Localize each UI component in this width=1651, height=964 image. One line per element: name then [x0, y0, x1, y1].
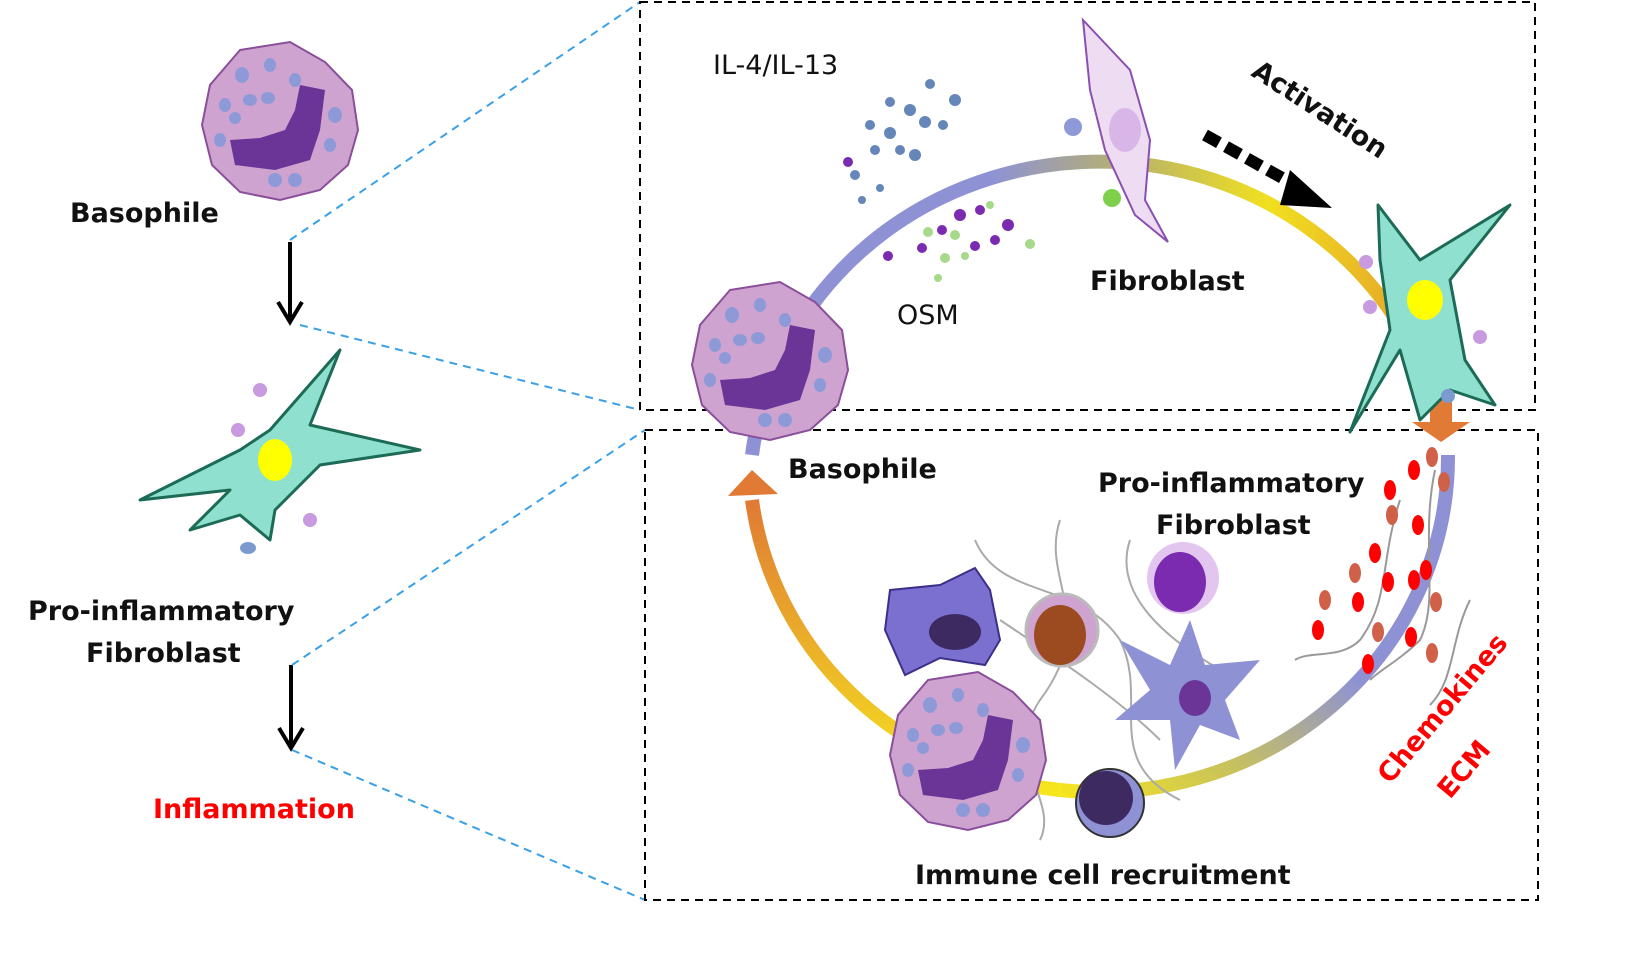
receptor-dots — [231, 383, 317, 527]
activation-arrow — [1202, 129, 1298, 191]
il4-il13-particles — [850, 79, 961, 204]
fibroblast-label: Fibroblast — [1090, 266, 1245, 297]
pro-inflammatory-fibroblast-icon — [138, 348, 422, 542]
left-basophile-label: Basophile — [70, 198, 219, 229]
ecm-label: ECM — [1432, 735, 1498, 805]
basophil-cell-icon — [889, 671, 1047, 831]
top-box — [639, 1, 1536, 411]
orange-arrowhead-icon — [1412, 422, 1470, 442]
down-arrow-icon — [276, 242, 304, 326]
recruitment-arc — [1059, 454, 1456, 799]
bottom-box — [644, 429, 1539, 901]
fibroblast-label: Fibroblast — [1156, 510, 1311, 541]
activation-label: Activation — [1246, 55, 1393, 165]
immune-cell-recruitment-label: Immune cell recruitment — [915, 860, 1291, 891]
arrowhead-icon — [1280, 170, 1332, 208]
osm-particles — [843, 157, 1035, 282]
chemokines-label: Chemokines — [1372, 628, 1515, 790]
basophil-cell-icon — [691, 281, 849, 441]
left-pro-inflammatory-label: Pro-inflammatory — [28, 596, 295, 627]
inflammation-label: Inflammation — [153, 794, 355, 825]
pro-inflammatory-label: Pro-inflammatory — [1098, 468, 1365, 499]
osm-label: OSM — [897, 300, 959, 331]
chemokine-particles — [1294, 447, 1471, 706]
down-arrow-icon — [277, 665, 305, 752]
orange-arrowhead-icon — [728, 470, 778, 496]
zoom-connector-lines — [289, 1, 646, 901]
left-fibroblast-label: Fibroblast — [86, 638, 241, 669]
il4-il13-label: IL-4/IL-13 — [713, 50, 838, 81]
basophil-cell-icon — [201, 41, 359, 201]
basophile-label: Basophile — [788, 454, 937, 485]
